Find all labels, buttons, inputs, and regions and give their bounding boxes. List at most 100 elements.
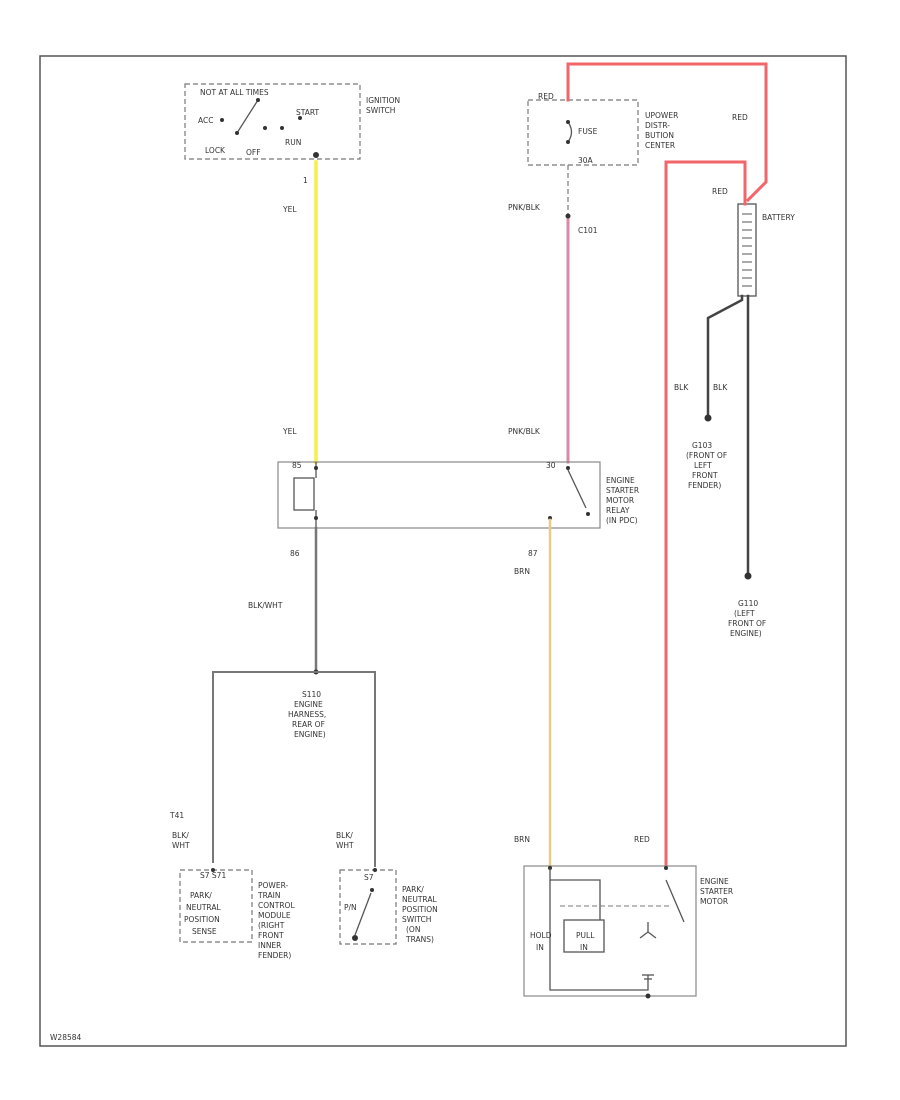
svg-text:FRONT: FRONT [258,931,284,940]
svg-text:ENGINE): ENGINE) [730,629,762,638]
svg-text:FRONT: FRONT [692,471,718,480]
pn-switch-pin: S7 [364,873,374,882]
pn-switch-wire-1: BLK/ [336,831,353,840]
svg-text:(LEFT: (LEFT [734,609,755,618]
pdc-name-3: BUTION [645,131,674,140]
ignition-name-2: SWITCH [366,106,395,115]
yel-wire-label-2: YEL [282,427,297,436]
svg-text:SWITCH: SWITCH [402,915,431,924]
blk-ground-wire-g103 [706,294,744,420]
engine-harness-splice [212,671,376,867]
yel-wire-label-1: YEL [282,205,297,214]
svg-text:G103: G103 [692,441,712,450]
ignition-run-label: RUN [285,138,301,147]
svg-text:(FRONT OF: (FRONT OF [686,451,727,460]
svg-text:HARNESS,: HARNESS, [288,710,326,719]
pn-sense-pin: S7 S71 [200,871,226,880]
pn-sense-wire-1: BLK/ [172,831,189,840]
fuse-amp-label: 30A [578,156,594,165]
starter-hold-label: HOLD [530,931,552,940]
engine-starter-motor: HOLD IN PULL IN ENGINE STARTER MOTOR [523,865,733,999]
starter-red-label: RED [634,835,650,844]
ground-g103-label: G103 (FRONT OF LEFT FRONT FENDER) [686,441,727,490]
svg-text:POWER-: POWER- [258,881,288,890]
svg-text:G110: G110 [738,599,758,608]
battery-red-label: RED [712,187,728,196]
red-starter-cable [664,160,747,868]
pn-switch-pos: P/N [344,903,357,912]
svg-text:(RIGHT: (RIGHT [258,921,285,930]
ignition-acc-label: ACC [198,116,213,125]
svg-text:PARK/: PARK/ [190,891,212,900]
svg-text:ENGINE): ENGINE) [294,730,326,739]
battery-red-top-label: RED [732,113,748,122]
engine-starter-motor-relay: 85 86 30 87 ENGINE STARTER MOTOR RELAY (… [277,461,639,558]
pnk-wire-label-2: PNK/BLK [508,427,541,436]
starter-in2-label: IN [580,943,588,952]
svg-text:LEFT: LEFT [694,461,712,470]
ignition-lock-label: LOCK [205,146,226,155]
svg-text:MODULE: MODULE [258,911,291,920]
svg-text:POSITION: POSITION [184,915,220,924]
battery: RED BATTERY [712,187,795,297]
park-neutral-position-switch: BLK/ WHT S7 P/N PARK/ NEUTRAL POSITION S… [336,831,438,945]
svg-text:CONTROL: CONTROL [258,901,295,910]
svg-text:PARK/: PARK/ [402,885,424,894]
blk-wht-label: BLK/WHT [248,601,283,610]
svg-text:TRAIN: TRAIN [257,891,280,900]
ground-g110-label: G110 (LEFT FRONT OF ENGINE) [728,599,766,638]
starter-name-3: MOTOR [700,897,728,906]
relay-name-1: ENGINE [606,476,635,485]
svg-text:S110: S110 [302,690,321,699]
pn-sense-conn: T41 [169,811,184,820]
relay-pin-87: 87 [528,549,538,558]
svg-text:FENDER): FENDER) [258,951,291,960]
relay-name-4: RELAY [606,506,630,515]
pn-sense-wire-2: WHT [172,841,190,850]
power-distribution-center: RED FUSE 30A UPOWER DISTR- BUTION CENTER [527,92,678,216]
diagram-code: W28584 [50,1033,82,1042]
svg-text:NEUTRAL: NEUTRAL [186,903,221,912]
pnk-wire-label-1: PNK/BLK [508,203,541,212]
relay-name-2: STARTER [606,486,639,495]
ignition-switch: NOT AT ALL TIMES ACC START LOCK OFF RUN … [184,83,400,185]
brn-label-2: BRN [514,835,530,844]
ignition-title: NOT AT ALL TIMES [200,88,269,97]
svg-text:POSITION: POSITION [402,905,438,914]
diagram-frame [39,55,847,1047]
pdc-name-1: UPOWER [645,111,678,120]
relay-pin-86: 86 [290,549,300,558]
starter-name-1: ENGINE [700,877,729,886]
svg-text:(ON: (ON [406,925,420,934]
ignition-off-label: OFF [246,148,261,157]
svg-text:FRONT OF: FRONT OF [728,619,766,628]
relay-pin-30: 30 [546,461,556,470]
red-battery-feed-wire [566,62,768,203]
engine-harness-label: S110 ENGINE HARNESS, REAR OF ENGINE) [288,690,326,739]
fuse-red-label: RED [538,92,554,101]
ignition-name-1: IGNITION [366,96,400,105]
fuse-label: FUSE [578,127,598,136]
pn-switch-wire-2: WHT [336,841,354,850]
relay-pin-85: 85 [292,461,302,470]
blk-label-2: BLK [713,383,728,392]
svg-text:SENSE: SENSE [192,927,217,936]
park-neutral-position-sense: T41 BLK/ WHT S7 S71 PARK/ NEUTRAL POSITI… [169,811,295,960]
splice-label: C101 [578,226,598,235]
svg-text:ENGINE: ENGINE [294,700,323,709]
relay-name-5: (IN PDC) [606,516,638,525]
pdc-name-2: DISTR- [645,121,670,130]
ignition-pin: 1 [303,176,308,185]
svg-text:FENDER): FENDER) [688,481,721,490]
battery-name: BATTERY [762,213,795,222]
svg-text:TRANS): TRANS) [405,935,434,944]
blk-label-1: BLK [674,383,689,392]
starter-name-2: STARTER [700,887,733,896]
brn-label-1: BRN [514,567,530,576]
pdc-name-4: CENTER [645,141,675,150]
svg-text:REAR OF: REAR OF [292,720,325,729]
svg-text:NEUTRAL: NEUTRAL [402,895,437,904]
starter-pull-label: PULL [576,931,595,940]
relay-name-3: MOTOR [606,496,634,505]
